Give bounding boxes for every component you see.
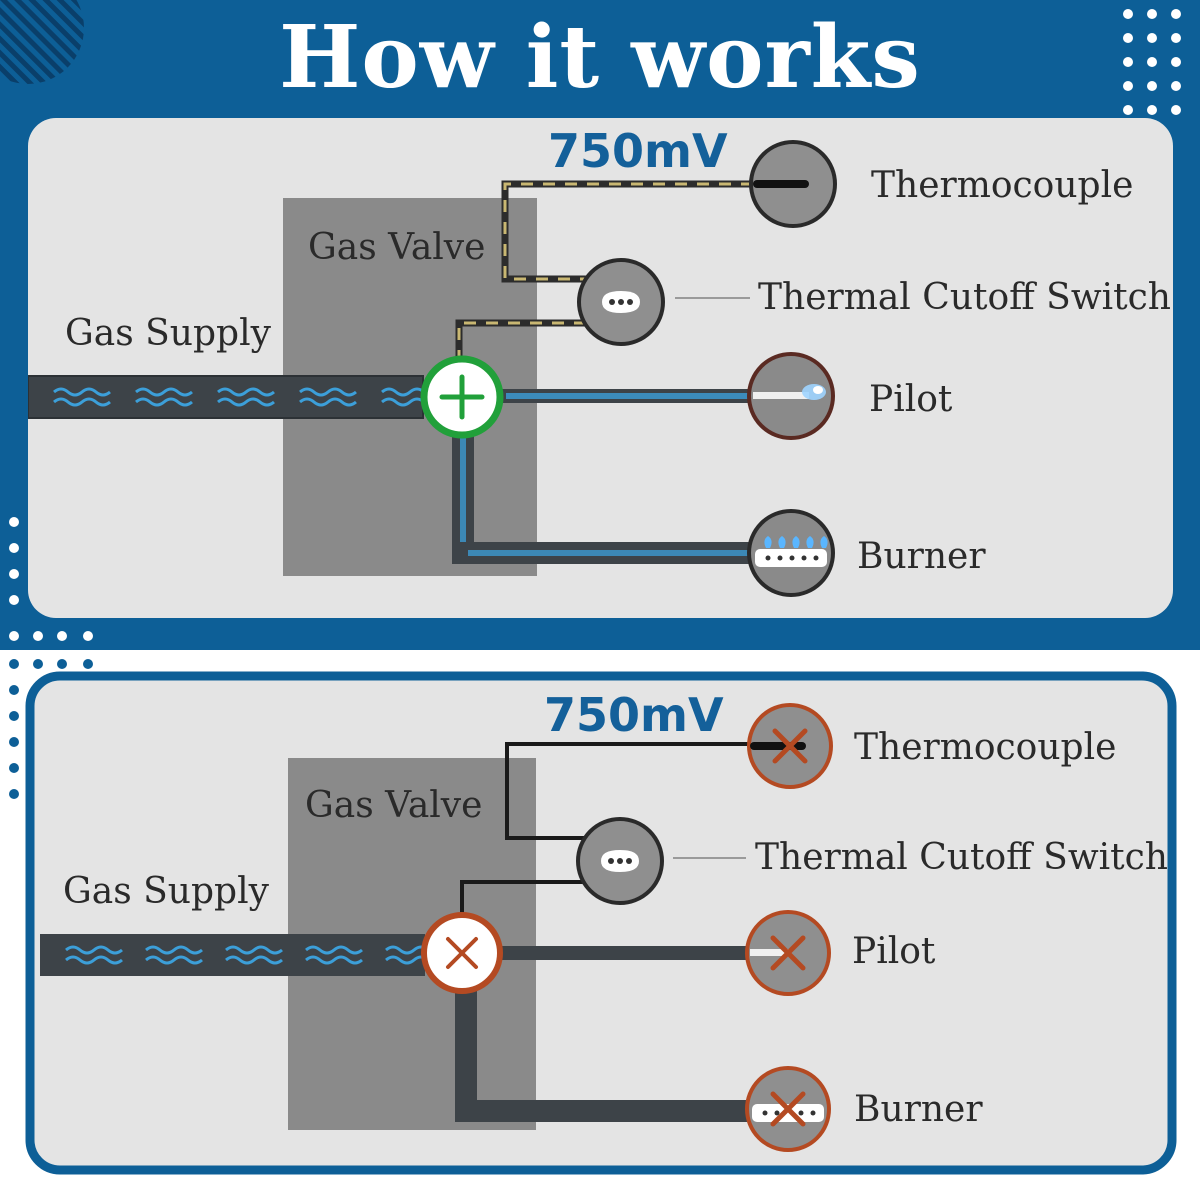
working-diagram xyxy=(28,140,837,597)
gas-valve-label: Gas Valve xyxy=(308,227,486,268)
valve-closed-indicator xyxy=(421,912,503,994)
voltage-label: 750mV xyxy=(544,688,724,742)
thermocouple-circuit-wire xyxy=(460,742,752,921)
burner-label: Burner xyxy=(854,1089,983,1130)
panel-working: 750mV Gas Valve Gas Supply Thermocouple … xyxy=(28,118,1173,618)
burner-label: Burner xyxy=(857,536,986,577)
burner-icon xyxy=(747,509,835,597)
gas-supply-pipe xyxy=(40,934,429,976)
striped-circle-decoration xyxy=(0,0,84,84)
pilot-feed-pipe xyxy=(498,389,756,403)
pilot-flame-icon xyxy=(747,352,835,440)
pilot-flame-icon xyxy=(745,910,831,996)
thermocouple-label: Thermocouple xyxy=(854,727,1117,768)
thermocouple-icon xyxy=(749,140,837,228)
gas-flow-waves xyxy=(53,387,425,407)
thermal-cutoff-switch-icon xyxy=(576,817,664,905)
x-icon xyxy=(770,1091,806,1127)
thermal-cutoff-switch-label: Thermal Cutoff Switch xyxy=(758,277,1171,318)
thermal-cutoff-switch-icon xyxy=(577,258,665,346)
plus-icon xyxy=(439,374,485,420)
gas-valve-label: Gas Valve xyxy=(305,785,483,826)
x-icon xyxy=(770,935,806,971)
pilot-label: Pilot xyxy=(852,931,936,972)
cutoff-diagram xyxy=(40,703,833,1152)
gas-supply-label: Gas Supply xyxy=(63,871,269,912)
panel-cutoff: 750mV Gas Valve Gas Supply Thermocouple … xyxy=(30,676,1172,1170)
voltage-label: 750mV xyxy=(548,124,728,178)
thermocouple-icon xyxy=(747,703,833,789)
thermal-cutoff-switch-label: Thermal Cutoff Switch xyxy=(755,837,1168,878)
thermocouple-circuit-wire xyxy=(455,180,753,363)
thermocouple-label: Thermocouple xyxy=(871,165,1134,206)
x-icon xyxy=(446,937,478,969)
burner-feed-pipe xyxy=(455,986,755,1122)
burner-icon xyxy=(745,1066,831,1152)
dot-grid-left-mid xyxy=(9,517,93,641)
dot-grid-left-lower xyxy=(9,659,93,799)
dot-grid-top-right xyxy=(1123,9,1181,115)
burner-feed-pipe xyxy=(452,428,756,564)
gas-supply-pipe xyxy=(28,375,425,419)
gas-supply-label: Gas Supply xyxy=(65,313,271,354)
page-title: How it works xyxy=(279,7,921,108)
gas-flow-waves xyxy=(65,945,429,965)
pilot-label: Pilot xyxy=(869,379,953,420)
pilot-feed-pipe xyxy=(500,946,755,960)
x-icon xyxy=(772,728,808,764)
valve-open-indicator xyxy=(420,355,504,439)
